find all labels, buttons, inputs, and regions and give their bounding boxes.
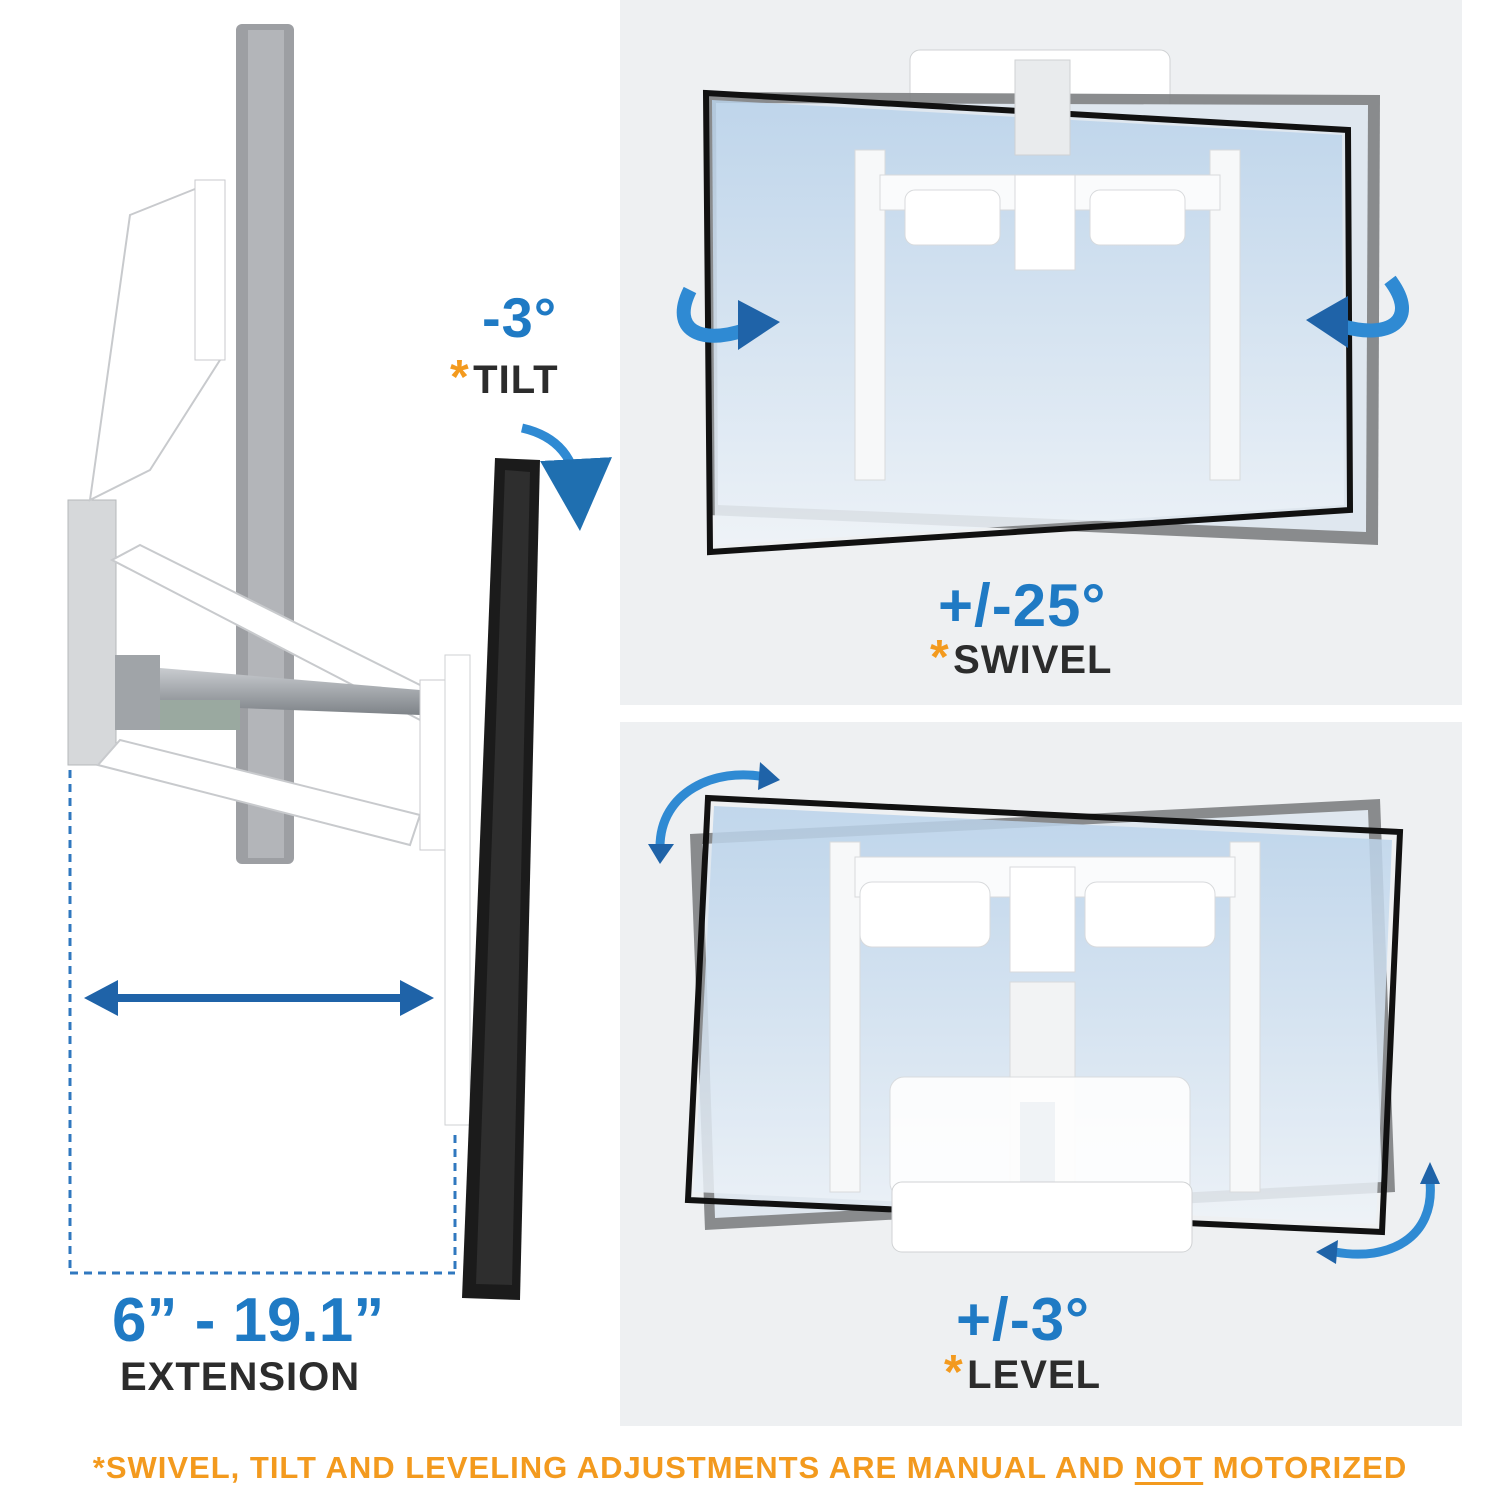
level-top-arrow [655, 770, 766, 848]
tilt-asterisk: * [450, 351, 469, 404]
disclaimer-footer: *SWIVEL, TILT AND LEVELING ADJUSTMENTS A… [0, 1450, 1500, 1486]
level-bottom-arrow [1334, 1181, 1435, 1259]
level-illustration [648, 762, 1440, 1264]
extension-arrow [84, 980, 434, 1016]
swivel-illustration [676, 49, 1409, 556]
disclaimer-text-start: *SWIVEL, TILT AND LEVELING ADJUSTMENTS A… [92, 1450, 1135, 1485]
tilt-angle: -3° [482, 286, 558, 349]
wall-plate [67, 499, 117, 766]
extension-range: 6” - 19.1” [112, 1286, 385, 1355]
swivel-asterisk: * [930, 631, 949, 684]
swivel-panel: +/-25° * SWIVEL [620, 0, 1462, 705]
level-panel: +/-3° * LEVEL [620, 722, 1462, 1426]
swivel-left-arrow [676, 286, 748, 343]
swivel-angle: +/-25° [938, 572, 1107, 639]
extension-guides [68, 770, 457, 1275]
level-angle: +/-3° [956, 1286, 1091, 1353]
tilt-caption-group: * TILT [450, 354, 559, 402]
level-caption: LEVEL [967, 1353, 1102, 1397]
articulating-arm [88, 179, 451, 851]
swivel-caption: SWIVEL [953, 638, 1113, 682]
swivel-right-arrow [1340, 275, 1409, 338]
disclaimer-text-end: MOTORIZED [1203, 1450, 1408, 1485]
tv-retracted [236, 24, 294, 864]
tilt-arrow [520, 423, 612, 531]
side-view-illustration [67, 24, 612, 1300]
level-caption-group: * LEVEL [944, 1349, 1101, 1397]
swivel-caption-group: * SWIVEL [930, 634, 1112, 682]
level-asterisk: * [944, 1346, 963, 1399]
extension-caption: EXTENSION [120, 1355, 361, 1399]
disclaimer-emphasis: NOT [1134, 1450, 1204, 1485]
tv-extended [444, 458, 540, 1300]
tilt-caption: TILT [473, 358, 559, 402]
